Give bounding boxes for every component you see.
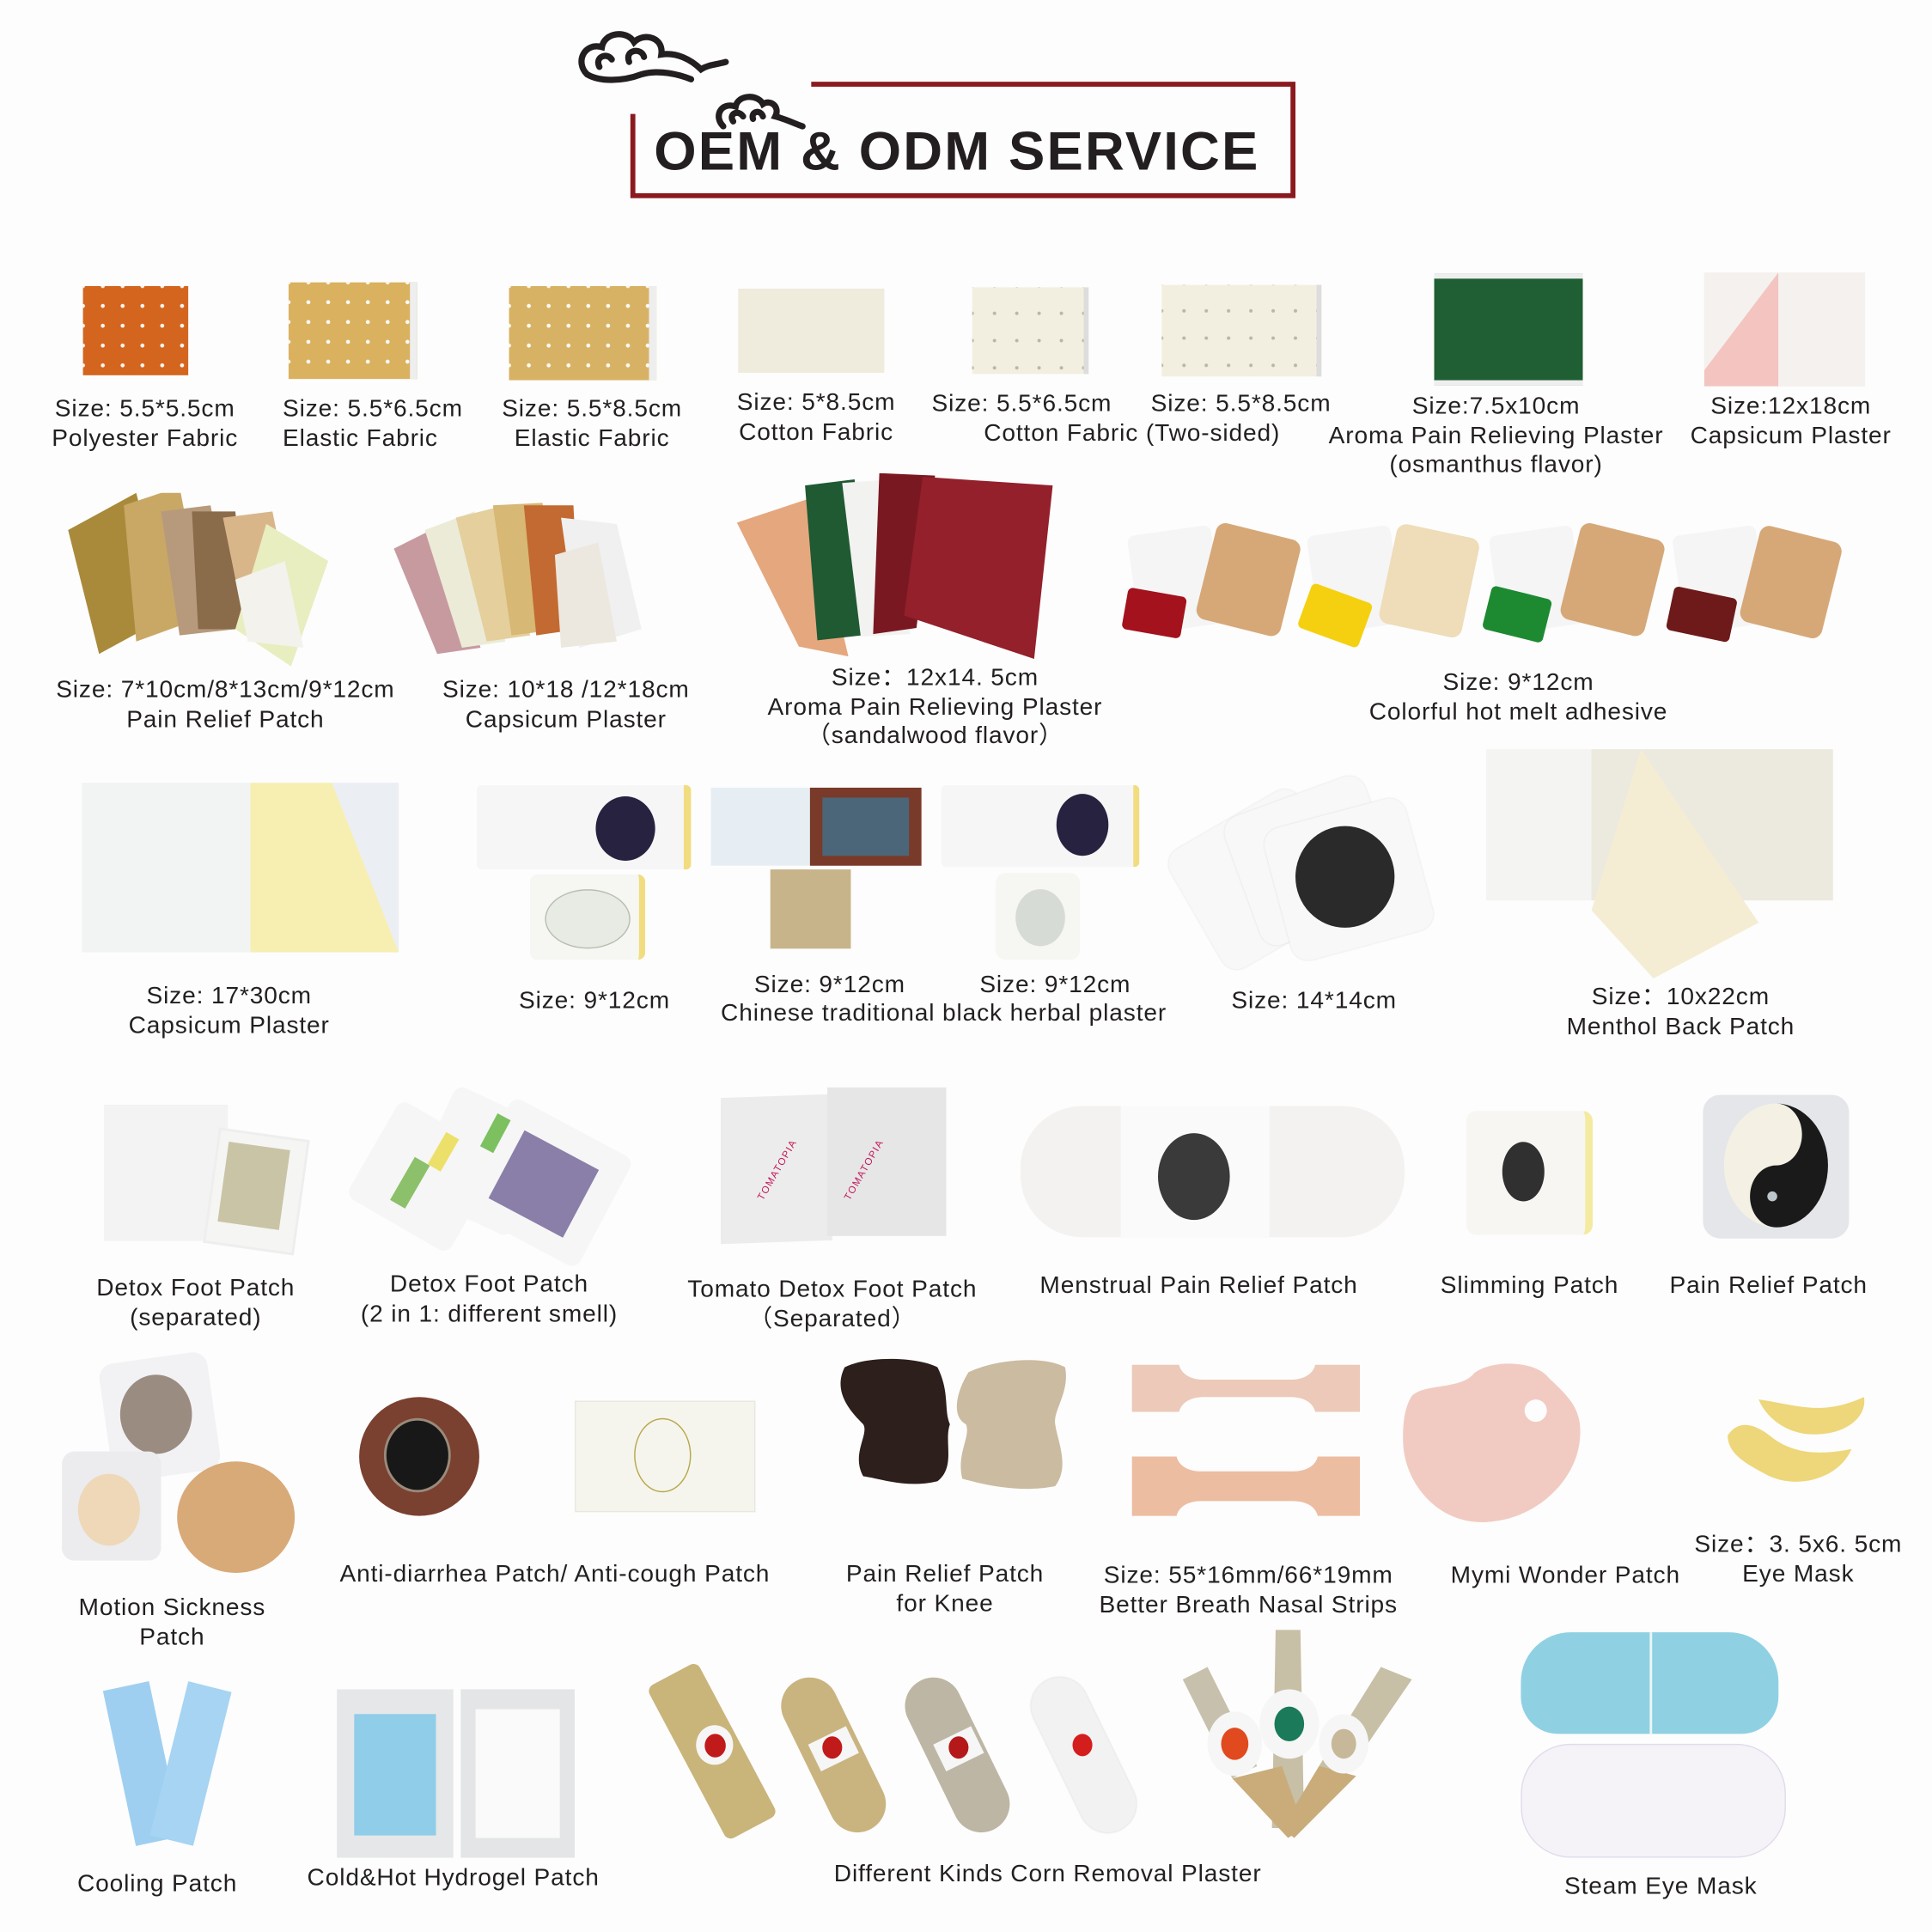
product-image-elastic-small — [288, 282, 417, 380]
product-caption: Anti-diarrhea Patch/ Anti-cough Patch — [339, 1560, 771, 1588]
product-image-knee-patch — [840, 1358, 1066, 1490]
product-caption: Size: 5.5*8.5cm — [1150, 390, 1332, 417]
product-image-capsicum-12x18 — [1703, 272, 1866, 387]
header-frame — [630, 82, 1296, 198]
product-image-cotton — [738, 288, 885, 373]
page-title: OEM & ODM SERVICE — [654, 121, 1260, 182]
product-image-elastic-large — [509, 286, 657, 381]
product-image-aroma-sandalwood — [736, 472, 1053, 659]
shared-caption: Cotton Fabric (Two-sided) — [984, 419, 1281, 448]
product-caption: Pain Relief Patch — [1669, 1271, 1868, 1300]
product-image-cotton-two-sided-large — [1161, 284, 1322, 377]
product-image-pain-relief-fan — [68, 492, 329, 667]
product-caption: Detox Foot Patch(2 in 1: different smell… — [360, 1271, 619, 1327]
product-image-nasal-strips — [1131, 1364, 1360, 1516]
product-caption: Size: 5.5*6.5cm — [931, 390, 1112, 417]
yin-yang-icon — [1723, 1103, 1828, 1228]
product-caption: Tomato Detox Foot Patch（Separated） — [687, 1275, 978, 1332]
product-caption: Size: 9*12cm — [519, 987, 671, 1015]
product-image-eye-mask — [1728, 1397, 1865, 1482]
product-caption: Size: 9*12cm — [753, 971, 905, 999]
product-image-mymi-wonder — [1403, 1363, 1581, 1522]
product-image-polyester — [82, 286, 189, 375]
product-caption: Different Kinds Corn Removal Plaster — [833, 1860, 1262, 1888]
product-image-aroma-osmanthus — [1434, 273, 1583, 386]
shared-caption: Chinese traditional black herbal plaster — [721, 999, 1167, 1027]
product-caption: Menstrual Pain Relief Patch — [1039, 1271, 1358, 1300]
product-caption: Cooling Patch — [76, 1869, 238, 1898]
cloud-icon — [578, 31, 806, 130]
product-caption: Cold&Hot Hydrogel Patch — [307, 1863, 600, 1892]
product-caption: Size: 14*14cm — [1231, 987, 1397, 1015]
product-caption: Steam Eye Mask — [1564, 1872, 1758, 1900]
product-caption: Detox Foot Patch(separated) — [96, 1274, 296, 1332]
product-image-cotton-two-sided-small — [972, 287, 1089, 375]
product-caption: Size: 9*12cm — [979, 971, 1131, 999]
product-image-capsicum-17x30 — [82, 783, 399, 953]
product-caption: Slimming Patch — [1440, 1271, 1619, 1300]
product-image-capsicum-fan — [393, 503, 642, 655]
product-caption: Mymi Wonder Patch — [1450, 1561, 1680, 1589]
